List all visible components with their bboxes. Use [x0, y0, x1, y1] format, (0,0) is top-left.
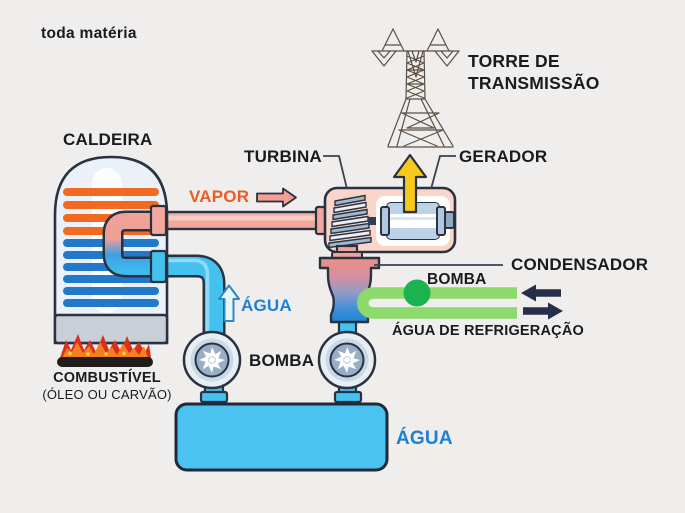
generator-label: GERADOR	[459, 147, 548, 166]
steam-arrow-icon	[256, 187, 297, 208]
water-tank	[174, 402, 389, 472]
site-logo: toda matéria	[41, 25, 137, 42]
water-pipe	[199, 382, 363, 408]
water-up-arrow-icon	[218, 284, 240, 322]
steam-pipe	[162, 205, 331, 236]
water-pipe	[162, 254, 226, 340]
steam-label: VAPOR	[189, 187, 250, 206]
pump-label: BOMBA	[249, 351, 315, 370]
cooling-pump-label: BOMBA	[427, 271, 487, 288]
fuel-label-sub: (ÓLEO OU CARVÃO)	[42, 387, 172, 402]
electricity-arrow-icon	[392, 153, 428, 214]
pump-icon	[182, 330, 242, 390]
boiler-label: CALDEIRA	[63, 130, 153, 149]
water-up-label: ÁGUA	[241, 296, 292, 315]
fuel-label: COMBUSTÍVEL (ÓLEO OU CARVÃO)	[39, 370, 175, 402]
cooling-water-label: ÁGUA DE REFRIGERAÇÃO	[392, 323, 584, 339]
tower-label-line1: TORRE DE	[468, 51, 560, 71]
tower-label-line2: TRANSMISSÃO	[468, 72, 600, 93]
boiler-icon	[53, 155, 169, 345]
cooling-pump-icon	[403, 279, 431, 307]
flow-arrow-right-icon	[523, 302, 563, 320]
condenser-label: CONDENSADOR	[511, 255, 649, 274]
transmission-tower-icon	[371, 28, 460, 148]
fuel-label-main: COMBUSTÍVEL	[53, 370, 161, 386]
cooling-pipe	[357, 287, 517, 319]
water-tank-label: ÁGUA	[396, 428, 453, 449]
label-connectors	[323, 155, 503, 266]
tower-label: TORRE DE TRANSMISSÃO	[468, 51, 600, 95]
flow-arrow-left-icon	[521, 284, 561, 302]
flames-icon	[57, 334, 153, 367]
pump-icon	[317, 330, 377, 390]
turbine-label: TURBINA	[244, 147, 322, 166]
